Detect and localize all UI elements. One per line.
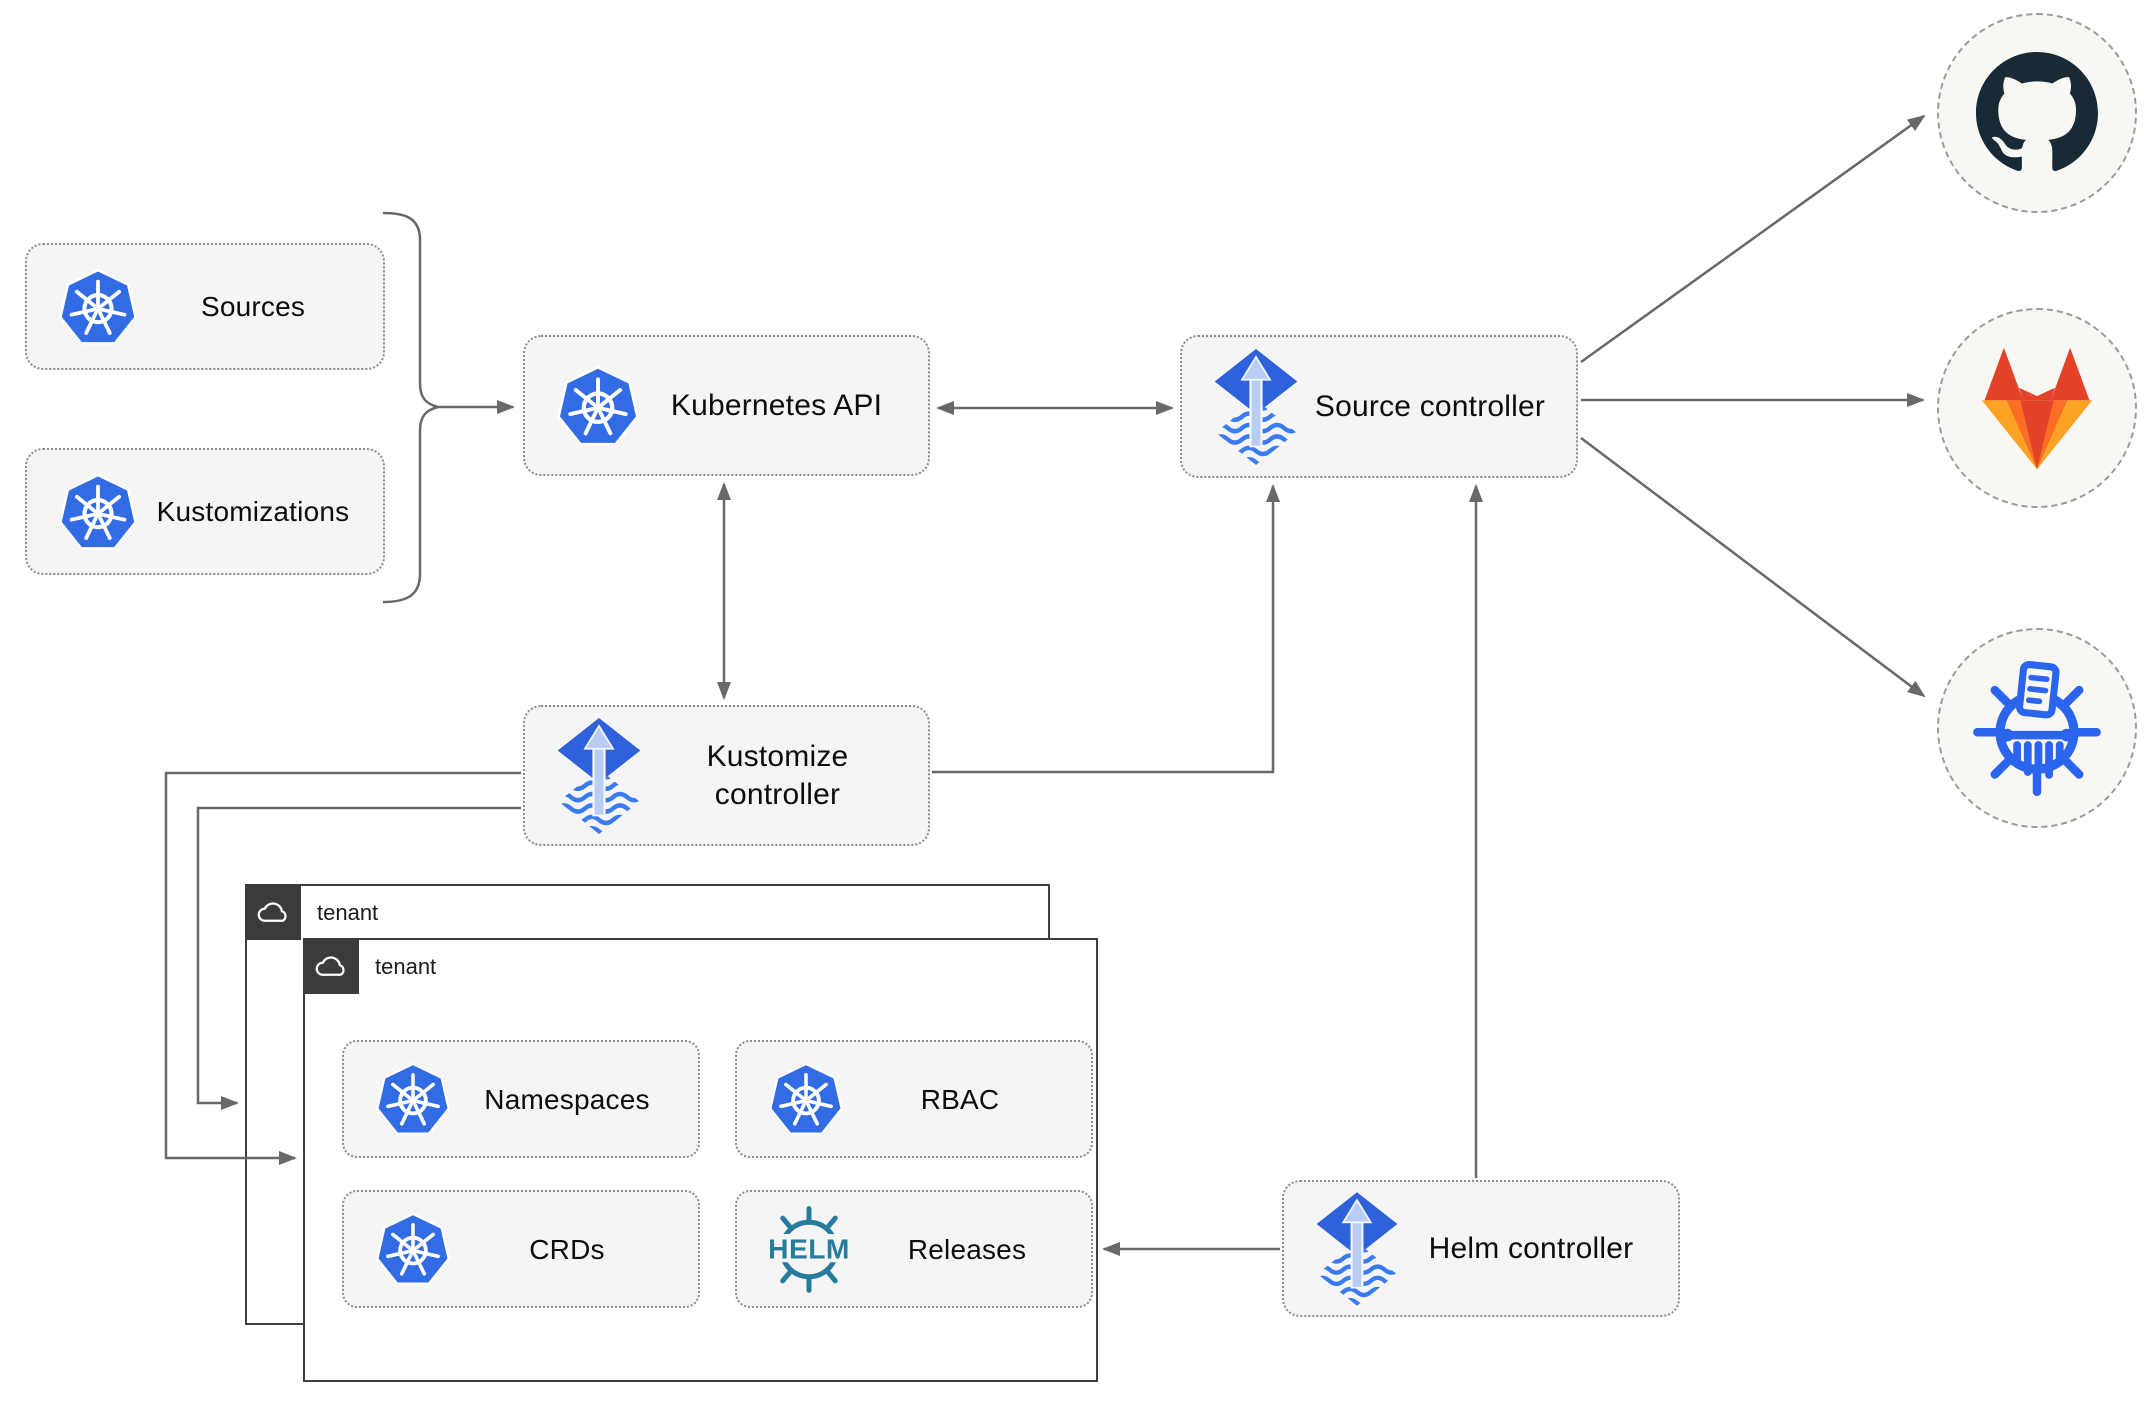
edge-sourcectrl-chartmuseum [1580, 437, 1926, 698]
kustomizations-node: Kustomizations [25, 448, 385, 575]
tenant-back-label: tenant [317, 900, 379, 925]
kustomize-controller-label: Kustomize controller [706, 740, 849, 811]
kubernetes-icon [555, 363, 641, 449]
kubernetes-icon [57, 471, 139, 553]
cloud-icon [255, 899, 291, 926]
kustomize-controller-node: Kustomize controller [523, 705, 930, 846]
kubernetes-icon [57, 266, 139, 348]
releases-label: Releases [907, 1233, 1027, 1265]
sources-node: Sources [25, 243, 385, 370]
gitlab-endpoint [1937, 308, 2137, 508]
cloud-icon [313, 953, 349, 980]
namespaces-node: Namespaces [342, 1040, 700, 1158]
tenant-box-front: tenant [303, 938, 1098, 1382]
chartmuseum-icon [1966, 657, 2108, 799]
kubernetes-icon [374, 1210, 452, 1288]
rbac-node: RBAC [735, 1040, 1093, 1158]
source-controller-label: Source controller [1314, 389, 1546, 423]
edge-kustomizectrl-sourcectrl [932, 484, 1280, 774]
releases-node: Releases [735, 1190, 1093, 1308]
tenant-front-label: tenant [375, 954, 437, 979]
crds-label: CRDs [529, 1233, 605, 1265]
kubernetes-api-label: Kubernetes API [670, 388, 883, 422]
rbac-label: RBAC [920, 1083, 1000, 1115]
chartmuseum-endpoint [1937, 628, 2137, 828]
edge-sourcectrl-github [1580, 114, 1926, 364]
helm-controller-node: Helm controller [1282, 1180, 1680, 1317]
kustomizations-label: Kustomizations [156, 496, 350, 527]
crds-node: CRDs [342, 1190, 700, 1308]
gitlab-icon [1968, 345, 2106, 472]
flux-icon [1314, 1192, 1400, 1306]
namespaces-label: Namespaces [484, 1083, 650, 1115]
flux-icon [1212, 349, 1300, 465]
kubernetes-api-node: Kubernetes API [523, 335, 930, 476]
source-controller-node: Source controller [1180, 335, 1578, 478]
brace-sources-group [382, 211, 439, 604]
helm-controller-label: Helm controller [1428, 1231, 1634, 1265]
github-icon [1976, 52, 2098, 174]
kubernetes-icon [767, 1060, 845, 1138]
tenant-front-tab [303, 938, 359, 994]
tenant-back-tab [245, 884, 301, 940]
helm-icon [759, 1204, 859, 1295]
kubernetes-icon [374, 1060, 452, 1138]
github-endpoint [1937, 13, 2137, 213]
flux-icon [555, 718, 643, 834]
sources-label: Sources [200, 291, 306, 322]
